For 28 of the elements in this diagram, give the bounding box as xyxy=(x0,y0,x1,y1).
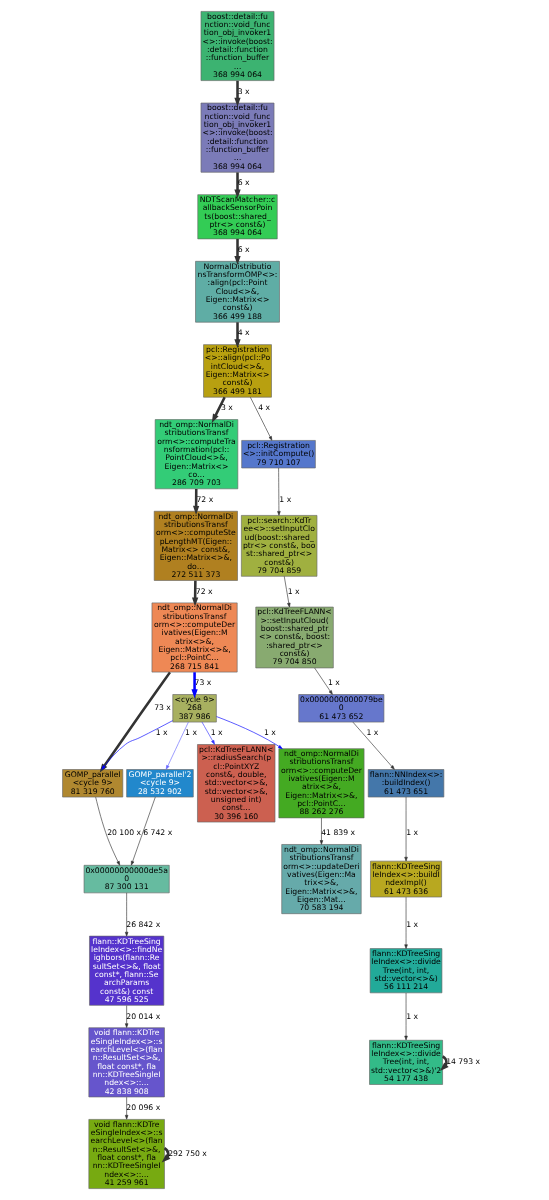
arrow xyxy=(201,721,215,745)
arrow xyxy=(439,1055,449,1071)
arrow xyxy=(211,396,226,423)
arrow xyxy=(249,396,272,441)
arrow xyxy=(192,489,199,515)
arrow xyxy=(124,1005,128,1028)
arrow xyxy=(233,80,241,107)
arrow xyxy=(130,796,156,866)
arrow xyxy=(165,721,189,770)
arrow xyxy=(403,896,408,949)
arrow xyxy=(233,172,241,199)
arrow xyxy=(403,992,408,1041)
arrow xyxy=(403,796,408,862)
arrow xyxy=(233,322,241,349)
arrow xyxy=(101,720,173,770)
arrow xyxy=(276,467,281,516)
arrow xyxy=(99,671,171,773)
arrow xyxy=(233,238,241,266)
arrow xyxy=(313,667,333,695)
arrow xyxy=(319,817,323,845)
arrow xyxy=(352,721,395,770)
arrow xyxy=(94,796,120,866)
arrow xyxy=(124,1096,128,1120)
arrow xyxy=(191,580,198,607)
arrow xyxy=(283,576,290,608)
arrow xyxy=(124,892,128,937)
arrow xyxy=(190,672,198,699)
arrow xyxy=(215,716,283,749)
